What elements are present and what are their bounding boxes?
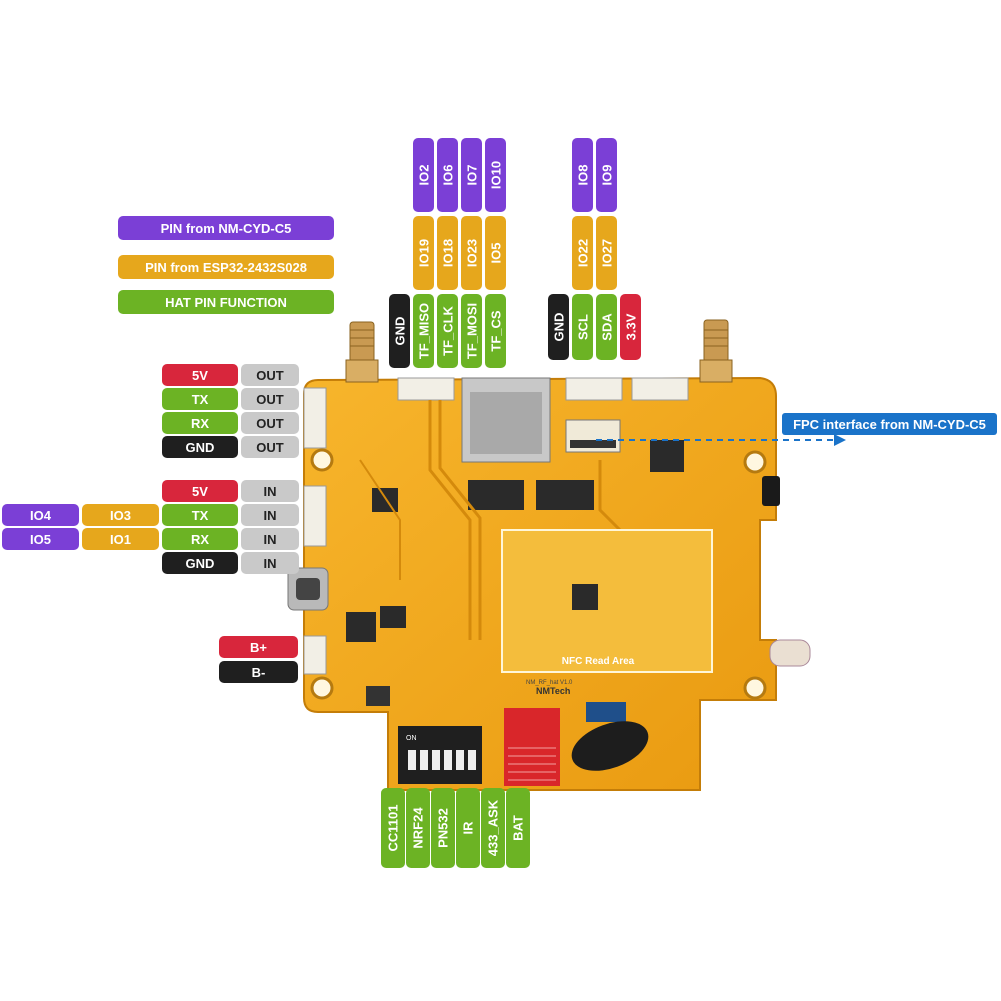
pin-esp-io3: IO3: [82, 504, 159, 526]
dir-in-1: IN: [241, 480, 299, 502]
legend-hat-function: HAT PIN FUNCTION: [118, 290, 334, 314]
legend-esp32: PIN from ESP32-2432S028: [118, 255, 334, 279]
pin-nm-io8: IO8: [572, 138, 593, 212]
pin-battery-minus: B-: [219, 661, 298, 683]
pin-out-rx: RX: [162, 412, 238, 434]
dir-out-1: OUT: [241, 364, 299, 386]
pin-nm-io10: IO10: [485, 138, 506, 212]
pin-out-tx: TX: [162, 388, 238, 410]
dip-433-ask: 433_ASK: [481, 788, 505, 868]
dir-out-4: OUT: [241, 436, 299, 458]
pin-hat-tf-miso: TF_MISO: [413, 294, 434, 368]
pin-esp-io27: IO27: [596, 216, 617, 290]
dip-nrf24: NRF24: [406, 788, 430, 868]
pin-nm-io4: IO4: [2, 504, 79, 526]
dip-bat: BAT: [506, 788, 530, 868]
pin-hat-scl: SCL: [572, 294, 593, 360]
pin-esp-io22: IO22: [572, 216, 593, 290]
pin-battery-plus: B+: [219, 636, 298, 658]
dir-out-3: OUT: [241, 412, 299, 434]
dip-ir: IR: [456, 788, 480, 868]
pin-esp-io23: IO23: [461, 216, 482, 290]
pin-nm-io9: IO9: [596, 138, 617, 212]
pin-out-5v: 5V: [162, 364, 238, 386]
board-brand: NMTech: [536, 686, 570, 696]
dip-on-label: ON: [406, 735, 417, 742]
pin-hat-tf-clk: TF_CLK: [437, 294, 458, 368]
dir-in-4: IN: [241, 552, 299, 574]
pin-esp-io1: IO1: [82, 528, 159, 550]
pin-in-tx: TX: [162, 504, 238, 526]
legend-nm-cyd-c5: PIN from NM-CYD-C5: [118, 216, 334, 240]
pin-esp-io18: IO18: [437, 216, 458, 290]
pin-hat-tf-cs: TF_CS: [485, 294, 506, 368]
dip-cc1101: CC1101: [381, 788, 405, 868]
dir-out-2: OUT: [241, 388, 299, 410]
dir-in-2: IN: [241, 504, 299, 526]
dip-pn532: PN532: [431, 788, 455, 868]
board-version: NM_RF_hat V1.0: [526, 680, 573, 686]
pin-nm-io7: IO7: [461, 138, 482, 212]
pin-hat-gnd-top-right: GND: [548, 294, 569, 360]
pin-hat-tf-mosi: TF_MOSI: [461, 294, 482, 368]
pin-in-5v: 5V: [162, 480, 238, 502]
pin-esp-io19: IO19: [413, 216, 434, 290]
pin-hat-gnd-top-left: GND: [389, 294, 410, 368]
pin-out-gnd: GND: [162, 436, 238, 458]
pin-in-gnd: GND: [162, 552, 238, 574]
antenna-left: [345, 321, 379, 383]
pin-nm-io2: IO2: [413, 138, 434, 212]
pin-esp-io5: IO5: [485, 216, 506, 290]
nfc-area-label: NFC Read Area: [562, 656, 635, 667]
pin-hat-3v3: 3.3V: [620, 294, 641, 360]
pin-in-rx: RX: [162, 528, 238, 550]
pin-nm-io6: IO6: [437, 138, 458, 212]
dir-in-3: IN: [241, 528, 299, 550]
pin-hat-sda: SDA: [596, 294, 617, 360]
fpc-interface-label: FPC interface from NM-CYD-C5: [782, 413, 997, 435]
pin-nm-io5: IO5: [2, 528, 79, 550]
antenna-right: [699, 319, 733, 383]
